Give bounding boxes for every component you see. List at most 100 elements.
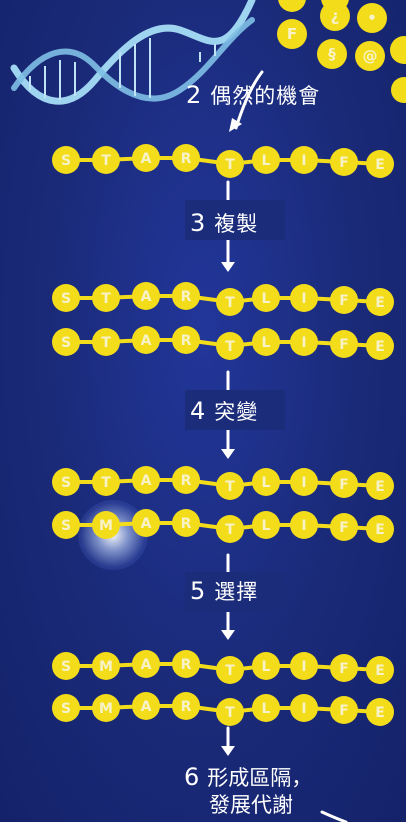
bead-circle	[132, 144, 160, 172]
bead-letter: S	[61, 335, 71, 351]
bead: F	[330, 330, 358, 358]
bead: A	[132, 144, 160, 172]
bead: F	[330, 696, 358, 724]
bead-circle	[252, 328, 280, 356]
bead-letter: I	[301, 518, 306, 534]
bead: R	[172, 326, 200, 354]
bead: E	[366, 288, 394, 316]
bead: E	[366, 472, 394, 500]
bead-circle	[52, 146, 80, 174]
bead-circle	[330, 330, 358, 358]
bead: I	[290, 652, 318, 680]
bead-letter: A	[141, 333, 152, 349]
bead-letter: F	[339, 337, 349, 353]
bead-letter: S	[61, 153, 71, 169]
bead-letter: S	[61, 475, 71, 491]
bead-letter: T	[225, 295, 235, 311]
bead: E	[366, 656, 394, 684]
bead-circle	[252, 652, 280, 680]
bead-circle	[290, 652, 318, 680]
corner-bead-letter: F	[287, 25, 297, 43]
bead-circle	[172, 692, 200, 720]
bead: T	[92, 468, 120, 496]
bead: R	[172, 509, 200, 537]
bead-circle	[92, 652, 120, 680]
bead-letter: A	[141, 699, 152, 715]
bead-circle	[216, 472, 244, 500]
bead-letter: S	[61, 701, 71, 717]
bead-circle	[366, 656, 394, 684]
bead: S	[52, 284, 80, 312]
bead: L	[252, 146, 280, 174]
bead: R	[172, 466, 200, 494]
bead: S	[52, 511, 80, 539]
bead-circle	[92, 146, 120, 174]
bead: A	[132, 509, 160, 537]
bead-letter: E	[375, 295, 385, 311]
bead-circle	[172, 650, 200, 678]
step-number: 5	[190, 577, 207, 605]
bead-letter: L	[262, 291, 271, 307]
bead-letter: R	[181, 699, 192, 715]
bead-letter: F	[339, 155, 349, 171]
bead-circle	[252, 511, 280, 539]
bead-circle	[132, 466, 160, 494]
bead-letter: R	[181, 289, 192, 305]
bead-letter: F	[339, 477, 349, 493]
bead-letter: L	[262, 518, 271, 534]
bead-circle	[216, 288, 244, 316]
step-number: 3	[190, 209, 207, 237]
bead-letter: T	[101, 153, 111, 169]
bead: A	[132, 650, 160, 678]
bead-letter: R	[181, 333, 192, 349]
step-text: 複製	[214, 212, 259, 236]
bead: T	[92, 284, 120, 312]
bead-letter: L	[262, 659, 271, 675]
bead: R	[172, 650, 200, 678]
bead: L	[252, 328, 280, 356]
bead: M	[92, 511, 120, 539]
bead-letter: M	[99, 518, 113, 534]
bead: A	[132, 466, 160, 494]
bead-circle	[216, 698, 244, 726]
bead-circle	[366, 288, 394, 316]
bead: L	[252, 511, 280, 539]
bead: L	[252, 652, 280, 680]
bead-letter: I	[301, 475, 306, 491]
bead-letter: L	[262, 475, 271, 491]
bead-letter: E	[375, 157, 385, 173]
bead-letter: F	[339, 520, 349, 536]
bead: S	[52, 468, 80, 496]
bead-circle	[330, 513, 358, 541]
bead-circle	[216, 332, 244, 360]
bead: T	[216, 472, 244, 500]
step-number: 2	[186, 81, 203, 109]
bead-circle	[172, 509, 200, 537]
bead: E	[366, 150, 394, 178]
bead-letter: F	[339, 703, 349, 719]
bead: T	[216, 698, 244, 726]
bead-letter: T	[101, 335, 111, 351]
bead: T	[216, 515, 244, 543]
corner-bead-letter: @	[363, 47, 378, 65]
bead: R	[172, 282, 200, 310]
dna-helix-icon	[10, 0, 256, 105]
step-text-line2: 發展代謝	[209, 793, 293, 817]
bead-letter: I	[301, 153, 306, 169]
bead-letter: M	[99, 659, 113, 675]
bead-circle	[52, 511, 80, 539]
bead-circle	[132, 326, 160, 354]
bead-circle	[330, 286, 358, 314]
bead-letter: F	[339, 661, 349, 677]
bead-letter: T	[225, 663, 235, 679]
step-text: 選擇	[214, 580, 259, 604]
bead-circle	[92, 511, 120, 539]
bead: I	[290, 511, 318, 539]
bead: E	[366, 698, 394, 726]
bead-letter: L	[262, 701, 271, 717]
bead-circle	[330, 696, 358, 724]
bead-letter: L	[262, 335, 271, 351]
bead-letter: I	[301, 701, 306, 717]
